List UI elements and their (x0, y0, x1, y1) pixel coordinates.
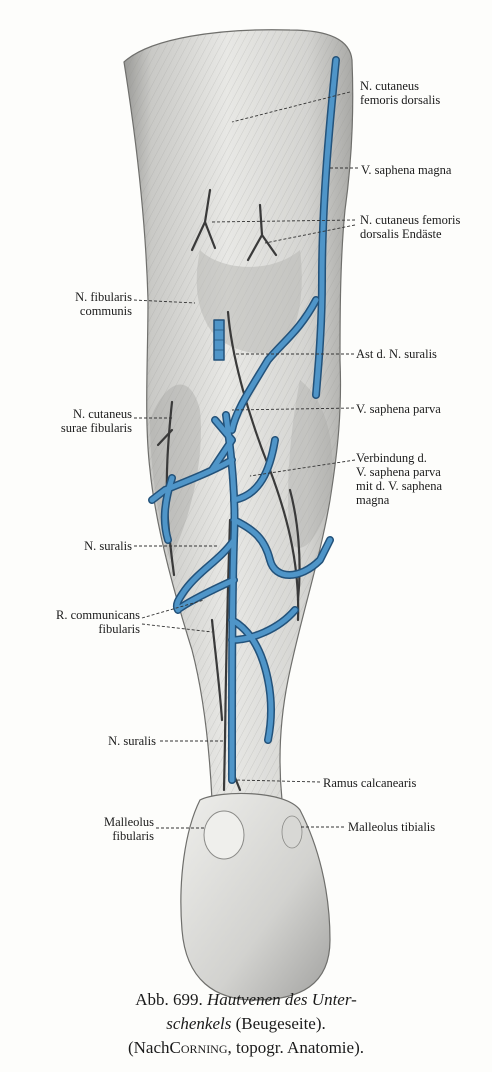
figure-caption: Abb. 699. Hautvenen des Unter- schenkels… (0, 988, 492, 1060)
caption-line-3: (NachCorning, topogr. Anatomie). (0, 1036, 492, 1060)
caption-source-rest: , topogr. Anatomie). (227, 1038, 364, 1057)
label-n-suralis-lower: N. suralis (108, 734, 156, 748)
caption-source-open: (Nach (127, 1038, 170, 1057)
label-ramus-calcanearis: Ramus calcanearis (323, 776, 417, 790)
label-n-cutaneus-femoris-dorsalis-endaeste: N. cutaneus femoris dorsalis Endäste (360, 213, 461, 241)
label-malleolus-tibialis: Malleolus tibialis (348, 820, 436, 834)
label-verbindung: Verbindung d. V. saphena parva mit d. V.… (356, 451, 442, 507)
caption-line-2: schenkels (Beugeseite). (0, 1012, 492, 1036)
caption-title-1: Hautvenen des Unter- (207, 990, 357, 1009)
nerve-ast-suralis (288, 488, 301, 602)
caption-title-2: schenkels (166, 1014, 232, 1033)
label-v-saphena-parva: V. saphena parva (356, 402, 441, 416)
label-n-cutaneus-surae-fibularis: N. cutaneus surae fibularis (60, 407, 132, 435)
veins (148, 56, 340, 784)
label-r-communicans-fibularis: R. communicans fibularis (55, 608, 140, 636)
nerve-femoris-dorsalis-branch-left (190, 188, 217, 252)
label-n-fibularis-communis: N. fibularis communis (75, 290, 132, 318)
caption-source-author: Corning (169, 1038, 228, 1057)
leader-lines (133, 91, 358, 829)
label-n-suralis-upper: N. suralis (84, 539, 132, 553)
nerve-cutaneus-surae-branch (156, 428, 174, 447)
caption-paren: (Beugeseite). (235, 1014, 326, 1033)
caption-line-1: Abb. 699. Hautvenen des Unter- (0, 988, 492, 1012)
heel (180, 792, 331, 1001)
caption-abb: Abb. 699. (135, 990, 203, 1009)
label-ast-n-suralis: Ast d. N. suralis (356, 347, 437, 361)
label-n-cutaneus-femoris-dorsalis: N. cutaneus femoris dorsalis (360, 79, 441, 107)
nerve-r-communicans (210, 618, 224, 722)
label-malleolus-fibularis: Malleolus fibularis (104, 815, 154, 843)
label-v-saphena-magna: V. saphena magna (361, 163, 452, 177)
nerve-femoris-dorsalis-branch-right (246, 203, 278, 262)
